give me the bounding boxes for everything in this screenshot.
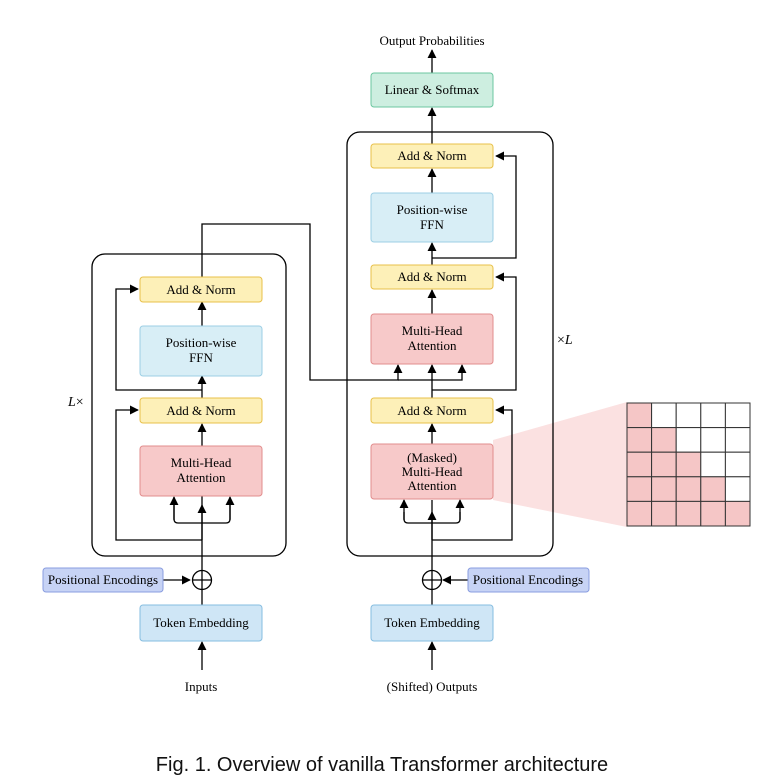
svg-text:Add & Norm: Add & Norm [166,282,235,297]
svg-text:Linear & Softmax: Linear & Softmax [385,82,480,97]
svg-text:Positional Encodings: Positional Encodings [473,572,583,587]
svg-text:Add & Norm: Add & Norm [397,403,466,418]
decoder-output-label: Output Probabilities [379,33,484,48]
mask-cell-masked [724,402,751,429]
mask-cell-visible [626,427,653,453]
mask-cell-visible [700,476,726,502]
mask-cell-visible [651,451,677,478]
svg-text:Token Embedding: Token Embedding [384,615,480,630]
encoder-add-norm-bottom: Add & Norm [139,397,263,424]
mask-cell-masked [700,451,726,478]
mask-cell-visible [626,402,653,429]
decoder-masked-attention: (Masked) Multi-Head Attention [370,443,494,500]
svg-text:Multi-Head: Multi-Head [402,464,463,479]
svg-text:Attention: Attention [407,338,457,353]
decoder-token-embedding: Token Embedding [370,604,494,642]
encoder-multi-head-attention: Multi-Head Attention [139,445,263,497]
encoder-positional-encodings: Positional Encodings [42,567,164,593]
decoder-ffn: Position-wise FFN [370,192,494,243]
decoder-add-icon [421,569,443,591]
svg-text:(Masked): (Masked) [407,450,457,465]
encoder-repeat-label: L× [67,395,84,410]
mask-cell-visible [626,500,653,527]
encoder-ffn: Position-wise FFN [139,325,263,377]
decoder-add-norm-bottom: Add & Norm [370,397,494,424]
decoder-cross-attention: Multi-Head Attention [370,313,494,365]
mask-cell-visible [675,500,702,527]
svg-text:Position-wise: Position-wise [397,202,468,217]
svg-text:Add & Norm: Add & Norm [397,148,466,163]
mask-cell-masked [675,402,702,429]
svg-text:Add & Norm: Add & Norm [397,269,466,284]
mask-cell-masked [724,451,751,478]
mask-cell-visible [651,476,677,502]
svg-text:Multi-Head: Multi-Head [171,455,232,470]
encoder-token-embedding: Token Embedding [139,604,263,642]
svg-text:FFN: FFN [420,217,444,232]
encoder-connections [115,223,467,670]
attention-mask-matrix [626,402,751,527]
svg-text:Attention: Attention [407,478,457,493]
decoder-add-norm-mid: Add & Norm [370,264,494,290]
mask-cell-visible [651,500,677,527]
mask-cell-masked [675,427,702,453]
encoder-add-icon [191,569,213,591]
decoder-positional-encodings: Positional Encodings [467,567,590,593]
svg-text:FFN: FFN [189,350,213,365]
encoder-input-label: Inputs [185,679,218,694]
decoder-input-label: (Shifted) Outputs [387,679,478,694]
decoder-repeat-label: ×L [557,333,573,348]
mask-cell-masked [700,402,726,429]
figure-caption: Fig. 1. Overview of vanilla Transformer … [156,754,608,776]
mask-cell-masked [724,427,751,453]
mask-cell-visible [626,476,653,502]
mask-cell-masked [700,427,726,453]
mask-cell-visible [675,451,702,478]
mask-cell-visible [675,476,702,502]
decoder-stack-frame [346,131,554,557]
decoder-connections [399,49,517,670]
mask-cell-visible [626,451,653,478]
mask-wedge [493,402,627,527]
mask-cell-masked [651,402,677,429]
decoder-linear-softmax: Linear & Softmax [370,72,494,108]
mask-cell-visible [724,500,751,527]
svg-text:Add & Norm: Add & Norm [166,403,235,418]
svg-text:Multi-Head: Multi-Head [402,323,463,338]
decoder-add-norm-top: Add & Norm [370,143,494,169]
svg-text:Attention: Attention [176,470,226,485]
svg-text:Token Embedding: Token Embedding [153,615,249,630]
encoder-stack-frame [91,253,287,557]
mask-cell-visible [651,427,677,453]
mask-cell-masked [724,476,751,502]
svg-text:Position-wise: Position-wise [166,335,237,350]
encoder-add-norm-top: Add & Norm [139,276,263,303]
mask-cell-visible [700,500,726,527]
svg-text:Positional Encodings: Positional Encodings [48,572,158,587]
